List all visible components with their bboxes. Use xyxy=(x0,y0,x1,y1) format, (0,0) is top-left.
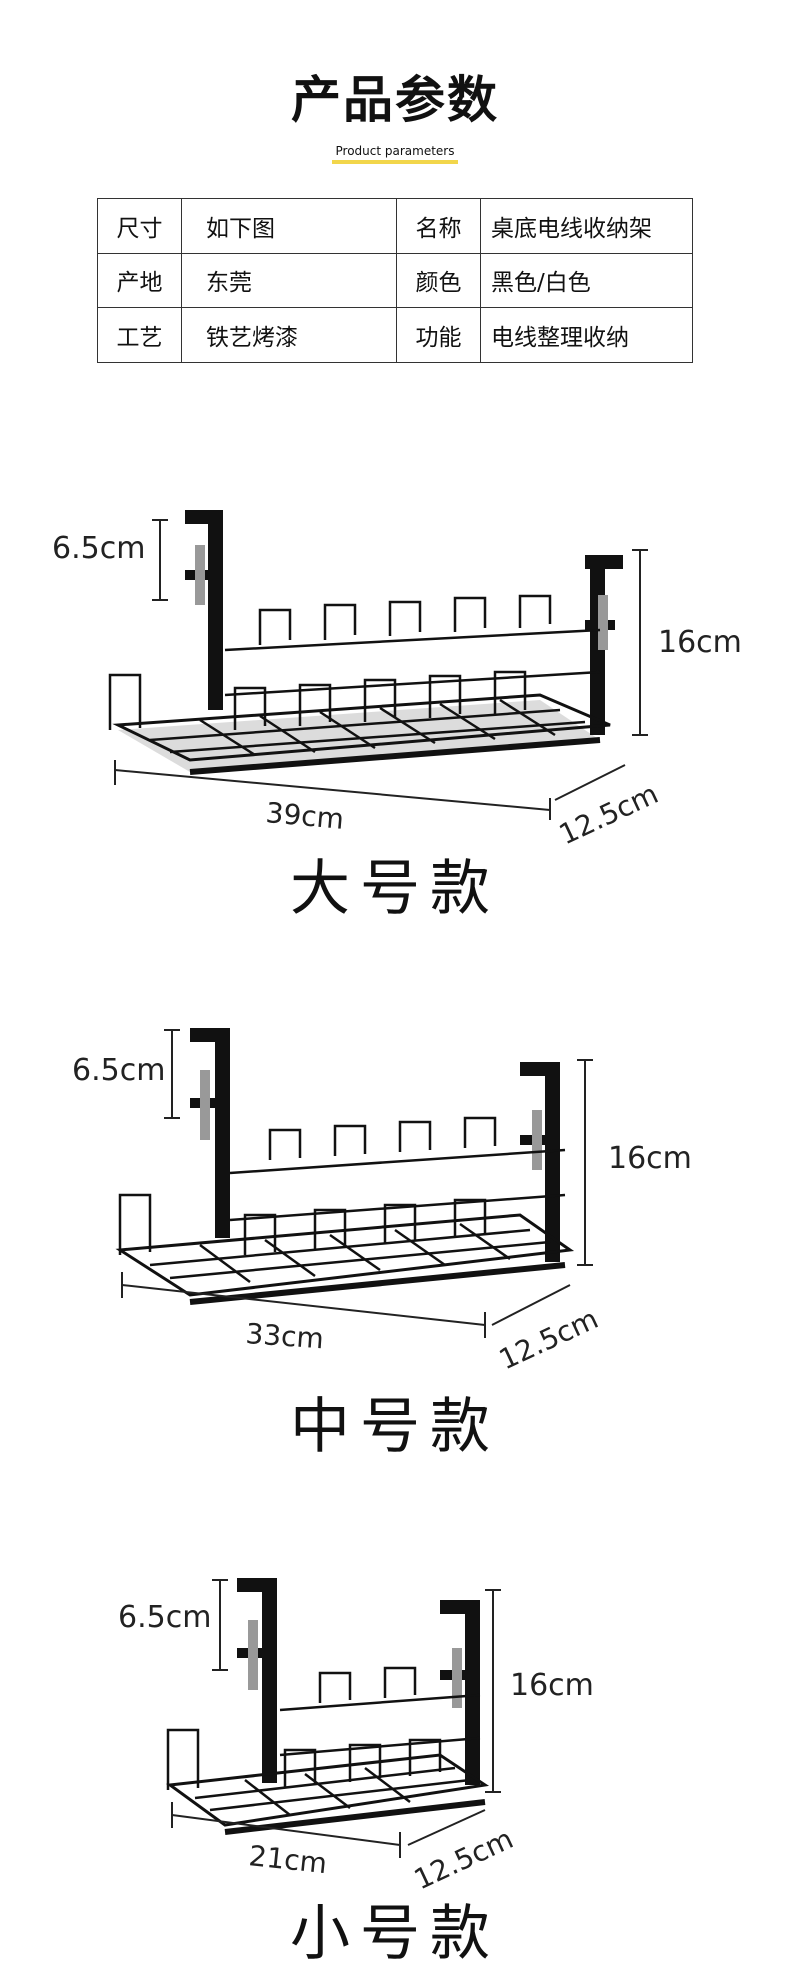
cable-tray-illustration: 6.5cm 21cm 12.5cm xyxy=(118,1578,594,1896)
length-dimension: 39cm xyxy=(264,796,345,836)
param-key: 名称 xyxy=(396,198,481,254)
param-key: 尺寸 xyxy=(97,198,182,254)
length-dimension: 21cm xyxy=(247,1839,328,1880)
subtitle-text: Product parameters xyxy=(331,144,459,164)
param-key: 工艺 xyxy=(97,307,182,363)
page-title: 产品参数 xyxy=(291,71,499,129)
size-label-large: 大号款 xyxy=(290,854,500,924)
param-key: 颜色 xyxy=(396,252,481,309)
height-dimension: 16cm xyxy=(658,625,742,660)
page-subtitle: Product parameters xyxy=(0,140,790,164)
table-row: 工艺 铁艺烤漆 功能 电线整理收纳 xyxy=(97,307,693,363)
param-value: 电线整理收纳 xyxy=(480,307,693,363)
clamp-dimension: 6.5cm xyxy=(118,1600,211,1635)
length-dimension: 33cm xyxy=(245,1317,325,1355)
height-dimension: 16cm xyxy=(510,1668,594,1703)
table-row: 产地 东莞 颜色 黑色/白色 xyxy=(97,252,693,309)
param-key: 产地 xyxy=(97,252,182,309)
product-figure-large: 6.5cm xyxy=(0,490,790,851)
clamp-dimension: 6.5cm xyxy=(52,531,145,566)
product-figure-medium: 6.5cm xyxy=(0,1010,790,1376)
param-value: 如下图 xyxy=(181,198,397,254)
height-dimension: 16cm xyxy=(608,1141,692,1176)
param-value: 桌底电线收纳架 xyxy=(480,198,693,254)
table-row: 尺寸 如下图 名称 桌底电线收纳架 xyxy=(97,198,693,254)
param-key: 功能 xyxy=(396,307,481,363)
param-value: 黑色/白色 xyxy=(480,252,693,309)
product-figure-small: 6.5cm 21cm 12.5cm xyxy=(0,1560,790,1896)
param-value: 铁艺烤漆 xyxy=(181,307,397,363)
cable-tray-illustration: 6.5cm xyxy=(72,1028,692,1376)
param-value: 东莞 xyxy=(181,252,397,309)
size-label-medium: 中号款 xyxy=(290,1392,500,1462)
cable-tray-illustration: 6.5cm xyxy=(52,510,742,851)
depth-dimension: 12.5cm xyxy=(494,1302,603,1376)
clamp-dimension: 6.5cm xyxy=(72,1053,165,1088)
size-label-small: 小号款 xyxy=(290,1899,500,1969)
parameter-table: 尺寸 如下图 名称 桌底电线收纳架 产地 东莞 颜色 黑色/白色 工艺 铁艺烤漆… xyxy=(97,198,693,363)
